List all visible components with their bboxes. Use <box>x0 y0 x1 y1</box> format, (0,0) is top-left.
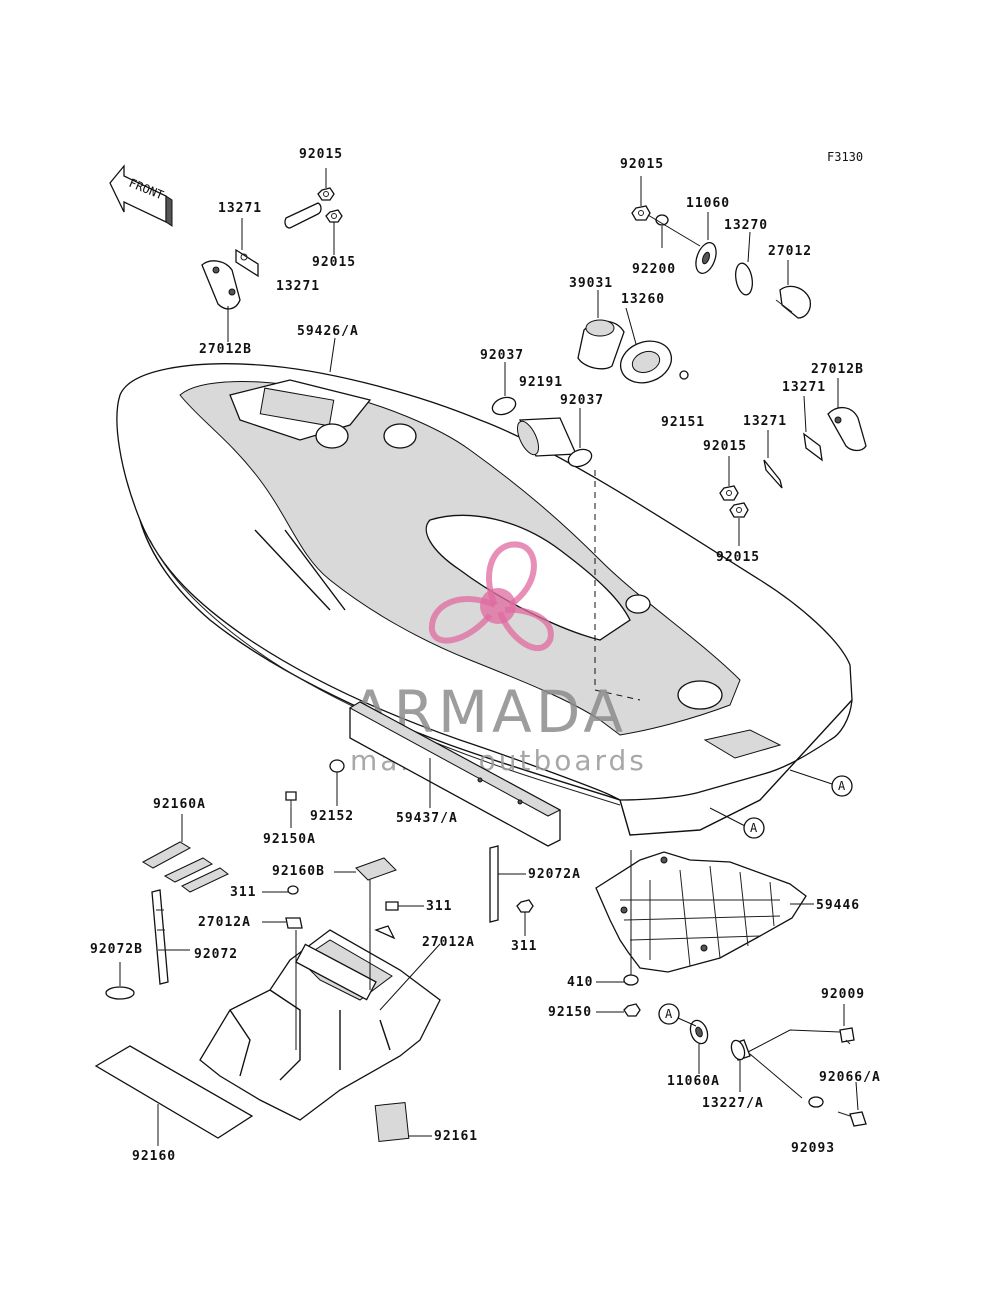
collar-92152 <box>329 759 345 773</box>
bracket-27012B-left <box>201 260 241 310</box>
label-11060: 11060 <box>686 196 730 211</box>
label-92066A: 92066/A <box>819 1070 881 1085</box>
label-92191: 92191 <box>519 375 563 390</box>
label-59426A: 59426/A <box>297 324 359 339</box>
strip-92072 <box>151 889 169 985</box>
washer-92093 <box>808 1096 824 1108</box>
label-92200: 92200 <box>632 262 676 277</box>
label-92160B: 92160B <box>272 864 325 879</box>
hull-body <box>116 363 853 836</box>
label-27012B: 27012B <box>811 362 864 377</box>
figure-code: F3130 <box>827 150 863 164</box>
plug-13227A <box>730 1039 751 1061</box>
label-410: 410 <box>567 975 593 990</box>
label-92015: 92015 <box>312 255 356 270</box>
label-92151: 92151 <box>661 415 705 430</box>
label-92072B: 92072B <box>90 942 143 957</box>
label-27012A: 27012A <box>198 915 251 930</box>
label-92160A: 92160A <box>153 797 206 812</box>
label-92072: 92072 <box>194 947 238 962</box>
clamp-92037-upper <box>491 396 517 416</box>
plate-13270 <box>734 262 754 296</box>
bracket-27012B-right <box>827 407 867 452</box>
svg-text:A: A <box>750 821 758 835</box>
nut-92015-right-upper <box>719 485 739 501</box>
duct-39031 <box>577 319 625 370</box>
label-92161: 92161 <box>434 1129 478 1144</box>
clip-311-mid <box>374 901 399 940</box>
label-13271: 13271 <box>218 201 262 216</box>
screw-92150A <box>285 791 297 808</box>
propeller-logo-icon <box>428 541 554 652</box>
svg-text:A: A <box>665 1007 673 1021</box>
plate-13271-right-upper <box>803 432 823 462</box>
label-13260: 13260 <box>621 292 665 307</box>
plate-13271-right-lower <box>763 459 783 489</box>
label-92015: 92015 <box>716 550 760 565</box>
label-92037: 92037 <box>480 348 524 363</box>
clip-311-left <box>287 885 299 895</box>
front-arrow-icon: FRONT <box>109 164 173 227</box>
label-39031: 39031 <box>569 276 613 291</box>
label-92072A: 92072A <box>528 867 581 882</box>
nut-92015-lower <box>325 209 343 223</box>
label-13271: 13271 <box>743 414 787 429</box>
label-92150A: 92150A <box>263 832 316 847</box>
label-92152: 92152 <box>310 809 354 824</box>
clamp-92037-lower <box>567 448 593 468</box>
nut-92015-upper <box>317 187 335 201</box>
ref-marker-a-hull: A <box>789 769 853 797</box>
label-13227A: 13227/A <box>702 1096 764 1111</box>
nut-92015-top-right <box>631 205 651 221</box>
hose-92191 <box>516 417 577 457</box>
label-92150: 92150 <box>548 1005 592 1020</box>
flange-13260 <box>619 340 689 384</box>
deck-pan <box>199 929 441 1121</box>
label-92009: 92009 <box>821 987 865 1002</box>
clip-92072B <box>105 986 135 1000</box>
washer-410 <box>623 974 639 986</box>
label-92015: 92015 <box>703 439 747 454</box>
label-sheet-92161 <box>374 1101 410 1143</box>
cap-11060A <box>689 1019 709 1045</box>
label-92160: 92160 <box>132 1149 176 1164</box>
screw-92066A <box>837 1111 867 1127</box>
label-27012: 27012 <box>768 244 812 259</box>
clip-311-right <box>516 899 534 913</box>
mat-92160B <box>355 857 397 881</box>
label-27012A: 27012A <box>422 935 475 950</box>
bolt-92150 <box>623 1003 641 1017</box>
mat-92160A <box>141 841 229 893</box>
plate-13271-upper <box>284 202 322 229</box>
bracket-27012 <box>775 285 812 319</box>
label-311: 311 <box>230 885 256 900</box>
bolt-92009 <box>839 1027 855 1045</box>
cap-11060 <box>695 242 717 274</box>
label-311: 311 <box>426 899 452 914</box>
label-13271: 13271 <box>782 380 826 395</box>
rail-59437A <box>348 701 562 847</box>
ref-marker-a-rail: A <box>709 807 765 839</box>
label-92015: 92015 <box>299 147 343 162</box>
label-13271: 13271 <box>276 279 320 294</box>
label-11060A: 11060A <box>667 1074 720 1089</box>
plate-13271-left <box>235 248 259 278</box>
label-311: 311 <box>511 939 537 954</box>
label-27012B: 27012B <box>199 342 252 357</box>
label-92093: 92093 <box>791 1141 835 1156</box>
svg-text:A: A <box>838 779 846 793</box>
nut-92015-right-lower <box>729 502 749 518</box>
label-59446: 59446 <box>816 898 860 913</box>
ref-marker-a-drain: A <box>658 1003 680 1025</box>
label-92037: 92037 <box>560 393 604 408</box>
intake-grate-59446 <box>595 851 807 973</box>
label-13270: 13270 <box>724 218 768 233</box>
pad-92160 <box>94 1045 254 1139</box>
bracket-27012A-left <box>285 917 303 929</box>
label-92015: 92015 <box>620 157 664 172</box>
strip-92072A <box>489 845 499 923</box>
label-59437A: 59437/A <box>396 811 458 826</box>
